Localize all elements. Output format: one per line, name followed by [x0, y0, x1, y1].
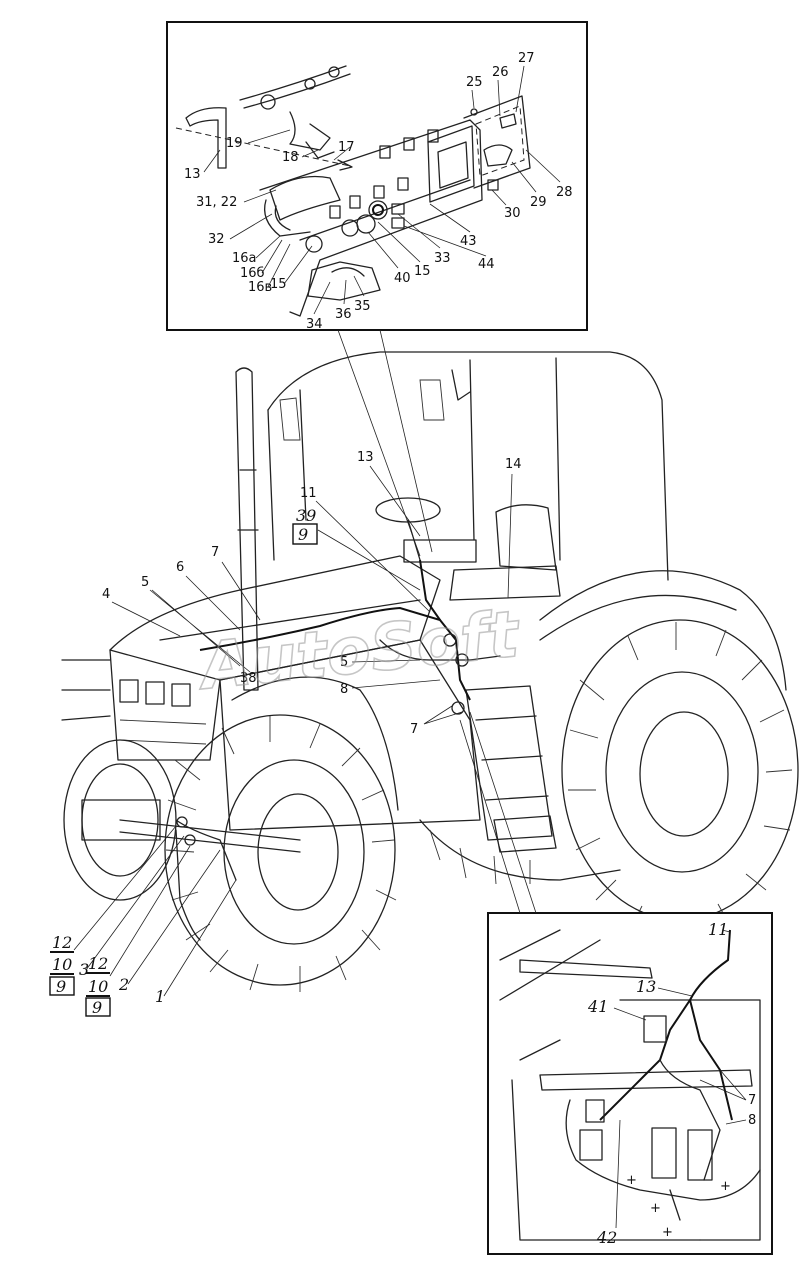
- part-label: 44: [478, 257, 495, 272]
- part-label: 13: [636, 977, 656, 996]
- part-label: 3: [79, 960, 89, 979]
- tractor-drawing: [61, 351, 799, 992]
- part-label: 27: [518, 51, 535, 66]
- part-label: 35: [354, 299, 371, 314]
- part-label: 33: [434, 251, 451, 266]
- part-label: 18: [282, 150, 299, 165]
- part-label: 26: [492, 65, 509, 80]
- part-label: 39: [296, 506, 316, 525]
- part-label: 1: [155, 987, 165, 1006]
- part-label: 25: [466, 75, 483, 90]
- part-label: 16а: [232, 251, 257, 266]
- part-label: 15: [270, 277, 287, 292]
- part-label: 13: [357, 450, 374, 465]
- part-label: 4: [102, 587, 110, 602]
- svg-text:+: +: [626, 1173, 637, 1188]
- part-label: 32: [208, 232, 225, 247]
- part-label: 9: [92, 998, 102, 1017]
- part-label: 8: [340, 682, 348, 697]
- part-label: 8: [748, 1113, 756, 1128]
- part-label: 5: [340, 655, 348, 670]
- part-label: 9: [298, 525, 308, 544]
- inset-bottom-labels: 11 13 41 7 8 42: [587, 920, 756, 1247]
- part-label: 12: [52, 933, 72, 952]
- part-label: 10: [88, 977, 108, 996]
- part-label: 16в: [248, 280, 272, 295]
- part-label: 38: [240, 671, 257, 686]
- left-labels: 12 10 9 3 12 10 9 2 1: [49, 825, 237, 1017]
- inset-connector-left: [337, 329, 421, 557]
- part-label: 41: [587, 997, 608, 1016]
- part-label: 13: [184, 167, 201, 182]
- part-label: 9: [56, 977, 66, 996]
- part-label: 36: [335, 307, 352, 322]
- part-label: 2: [118, 975, 129, 994]
- part-label: 28: [556, 185, 573, 200]
- svg-text:+: +: [720, 1179, 731, 1194]
- inset-connector-bottom-right: [469, 711, 537, 914]
- part-label: 12: [88, 954, 108, 973]
- part-label: 15: [414, 264, 431, 279]
- part-label: 40: [394, 271, 411, 286]
- svg-text:+: +: [650, 1201, 661, 1216]
- inset-frame-bottom: [487, 912, 773, 1255]
- svg-text:+: +: [662, 1225, 673, 1240]
- inset-connector-right: [379, 329, 433, 553]
- part-label: 6: [176, 560, 184, 575]
- part-label: 42: [596, 1228, 617, 1247]
- harness-inset: + + + +: [487, 912, 773, 1255]
- part-label: 19: [226, 136, 243, 151]
- part-label: 10: [52, 955, 72, 974]
- part-label: 31, 22: [196, 195, 237, 210]
- main-labels: 13 14 11 39 9 7 6 5 4 38 5 8 7: [102, 450, 522, 737]
- part-label: 16б: [240, 266, 265, 281]
- inset-frame-top: [166, 21, 588, 331]
- part-label: 7: [748, 1093, 756, 1108]
- part-label: 43: [460, 234, 477, 249]
- part-label: 11: [708, 920, 728, 939]
- dashboard-inset: [166, 21, 588, 331]
- part-label: 29: [530, 195, 547, 210]
- part-label: 7: [211, 545, 219, 560]
- part-label: 30: [504, 206, 521, 221]
- part-label: 14: [505, 457, 522, 472]
- part-label: 11: [300, 486, 317, 501]
- inset-top-labels: 13 19 18 17 31, 22 32 16а 16б 16в 15 34 …: [184, 51, 573, 332]
- part-label: 7: [410, 722, 418, 737]
- part-label: 17: [338, 140, 355, 155]
- part-label: 34: [306, 317, 323, 332]
- part-label: 5: [141, 575, 149, 590]
- inset-connector-bottom-left: [459, 719, 521, 914]
